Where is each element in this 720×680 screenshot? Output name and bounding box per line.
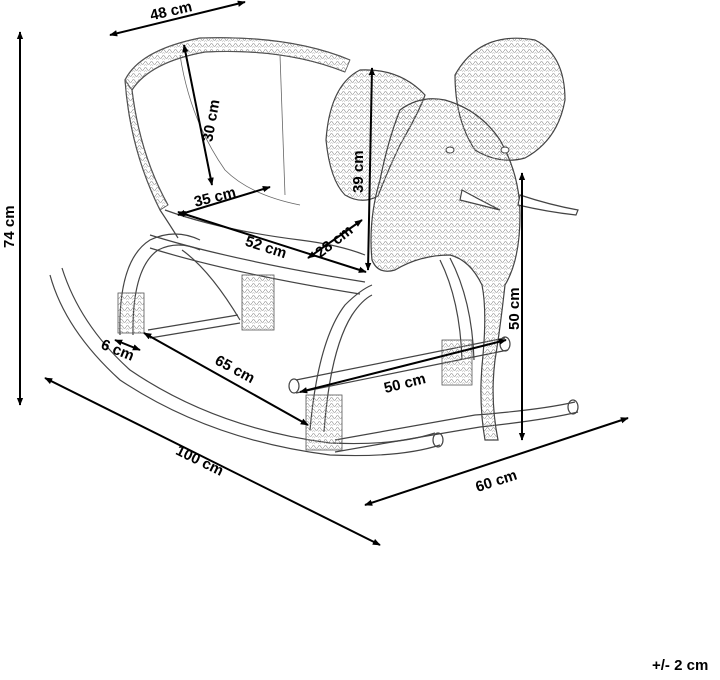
dim-seat-width-arrow: [177, 186, 271, 216]
dim-seat-depth-label: 28 cm: [312, 222, 356, 262]
dim-backrest-height-label: 30 cm: [199, 98, 223, 143]
tolerance-note: +/- 2 cm: [652, 657, 708, 674]
dim-head-height-label: 39 cm: [350, 150, 367, 193]
dim-width-label: 60 cm: [473, 467, 519, 496]
dim-rocker-diagonal-arrow: [143, 332, 309, 426]
rocker-right: [334, 399, 579, 453]
elephant-head: [325, 37, 579, 441]
dim-length-arrow: [44, 377, 381, 546]
dim-width-arrow: [364, 417, 629, 506]
dim-rocker-diagonal-label: 65 cm: [212, 352, 258, 387]
dim-total-height-label: 74 cm: [1, 205, 18, 248]
dim-length-label: 100 cm: [173, 442, 226, 480]
dim-top-width-arrow: [109, 0, 246, 37]
dim-seat-width-label: 35 cm: [192, 184, 237, 211]
dim-head-height-arrow: [364, 67, 376, 271]
dim-backrest-height-arrow: [182, 44, 214, 186]
dim-front-height-label: 50 cm: [506, 287, 523, 330]
dim-seat-rail-arrow: [177, 211, 367, 273]
dim-rocker-gap-label: 6 cm: [98, 336, 136, 365]
dim-rocker-gap-arrow: [114, 339, 141, 351]
